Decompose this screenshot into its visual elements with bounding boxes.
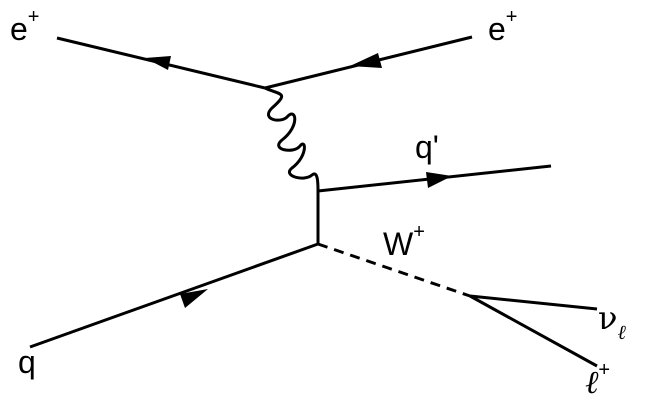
label-neutrino-sub: ℓ [617,320,626,344]
w-boson-line [317,242,471,298]
label-e-in: e+ [10,7,39,47]
label-q-prime-base: q' [415,129,439,165]
arrow-electron-right [350,53,382,68]
label-quark-base: q [18,344,36,380]
label-e-out: e+ [488,7,517,47]
label-w-boson: W+ [383,222,425,262]
label-q-prime: q' [415,131,439,163]
photon-line [264,86,320,192]
label-e-out-sup: + [505,6,518,28]
label-w-sup: + [413,221,425,243]
label-neutrino-base: ν [598,299,618,337]
label-e-in-sup: + [27,6,40,28]
label-lepton-base: ℓ [585,363,599,401]
neutrino-line [469,294,598,311]
label-e-out-base: e [488,11,506,47]
quark-line [29,242,319,349]
arrow-quark [180,289,208,308]
lepton-line [469,294,598,368]
label-quark: q [18,346,36,378]
label-lepton-sup: + [598,359,611,381]
label-lepton: ℓ+ [585,360,610,401]
label-e-in-base: e [10,11,28,47]
arrow-quark-prime [426,172,452,188]
label-neutrino: νℓ [598,299,626,342]
arrow-electron-left [145,56,171,70]
label-w-base: W [383,226,414,262]
